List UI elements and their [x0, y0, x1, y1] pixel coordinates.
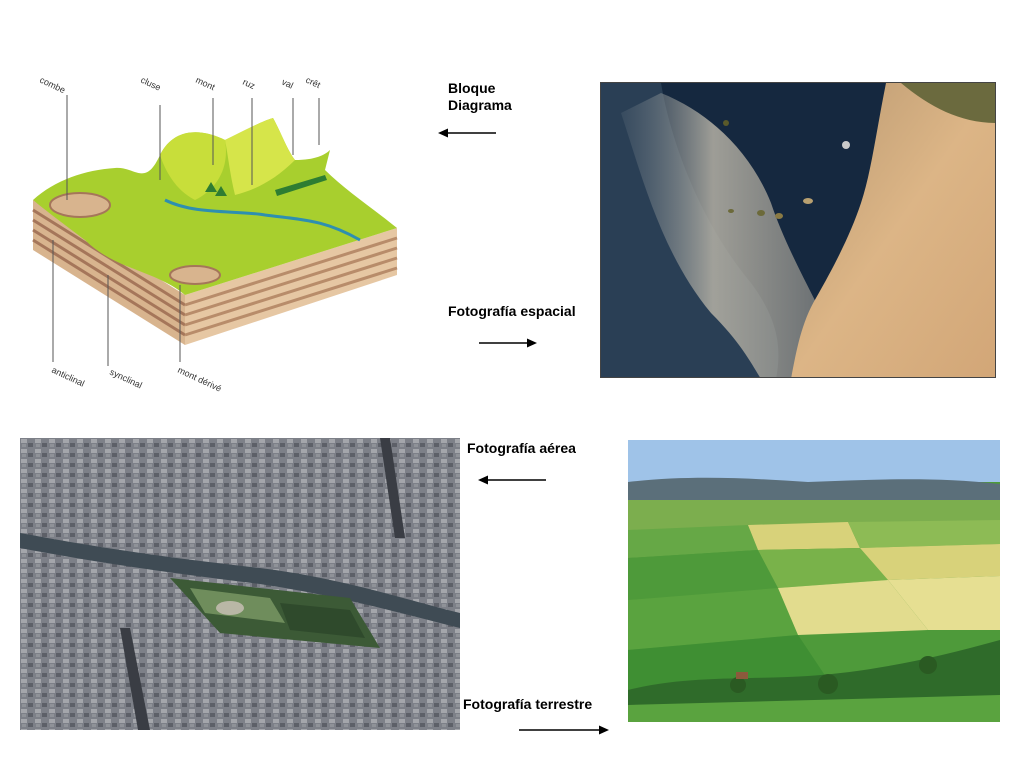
forest-cluse: [205, 182, 227, 196]
ground-photo-svg: [628, 440, 1000, 722]
label-mont: mont: [194, 75, 217, 93]
arrow-left-icon: [438, 128, 496, 138]
caption-ground-photo: Fotografía terrestre: [463, 696, 593, 712]
label-cluse: cluse: [139, 75, 162, 93]
block-diagram: combe cluse mont ruz val crêt anticlinal…: [25, 70, 410, 400]
strata-front-right: [185, 228, 397, 345]
caption-space-photo: Fotografía espacial: [448, 303, 576, 319]
label-synclinal: synclinal: [108, 367, 144, 391]
arrow-right-icon: [519, 725, 609, 735]
strata-front-left: [33, 200, 185, 345]
surface-ridge-2: [225, 118, 295, 195]
river: [164, 198, 361, 242]
forest-cret: [275, 175, 327, 196]
block-diagram-svg: combe cluse mont ruz val crêt anticlinal…: [32, 75, 398, 394]
strata-lines-right: [184, 236, 398, 337]
label-mont-derive: mont dérivé: [176, 365, 223, 394]
aerial-photo: [20, 438, 460, 730]
caption-block-diagram: Bloque Diagrama: [448, 80, 512, 114]
caption-aerial-photo: Fotografía aérea: [467, 440, 576, 456]
combe-hollow: [49, 192, 111, 218]
aerial-photo-svg: [20, 438, 460, 730]
label-ruz: ruz: [241, 77, 257, 92]
ground-photo: [628, 440, 1000, 722]
satellite-photo-svg: [601, 83, 995, 377]
label-combe: combe: [38, 75, 67, 95]
arrow-right-icon: [479, 338, 537, 348]
arrow-left-icon: [478, 475, 546, 485]
surface-green: [33, 118, 397, 295]
caption-block-diagram-line1: Bloque: [448, 80, 496, 96]
surface-ridge: [160, 132, 226, 200]
mont-derive-hollow: [169, 265, 221, 285]
satellite-photo: [600, 82, 996, 378]
label-cret: crêt: [304, 75, 322, 91]
leader-lines: [52, 95, 320, 366]
label-val: val: [280, 77, 295, 91]
caption-block-diagram-line2: Diagrama: [448, 97, 512, 113]
label-anticlinal: anticlinal: [50, 365, 86, 389]
